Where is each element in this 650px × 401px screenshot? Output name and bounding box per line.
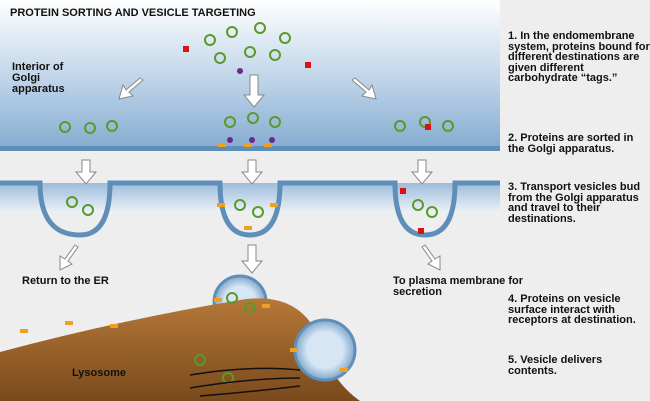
step-2: 2. Proteins are sorted in the Golgi appa… [508,132,634,155]
arrows [59,74,441,274]
golgi-membrane-top [0,146,500,151]
step-3: 3. Transport vesicles bud from the Golgi… [508,181,641,225]
diagram-title: PROTEIN SORTING AND VESICLE TARGETING [10,7,256,19]
return-er-label: Return to the ER [22,275,109,287]
proteins [59,22,454,384]
step-4: 4. Proteins on vesicle surface interact … [508,293,636,326]
step-1: 1. In the endomembrane system, proteins … [508,30,650,84]
lysosome [0,298,360,401]
golgi-interior-label: Interior of Golgi apparatus [12,61,65,95]
vesicles [0,274,360,401]
step-5: 5. Vesicle delivers contents. [508,354,603,377]
content-release-arrows [189,367,301,397]
plasma-membrane-label: To plasma membrane for secretion [393,275,523,298]
lysosome-label: Lysosome [72,367,127,379]
tags [20,46,431,372]
golgi-membrane-lower [0,180,500,238]
golgi-lumen [0,0,500,148]
